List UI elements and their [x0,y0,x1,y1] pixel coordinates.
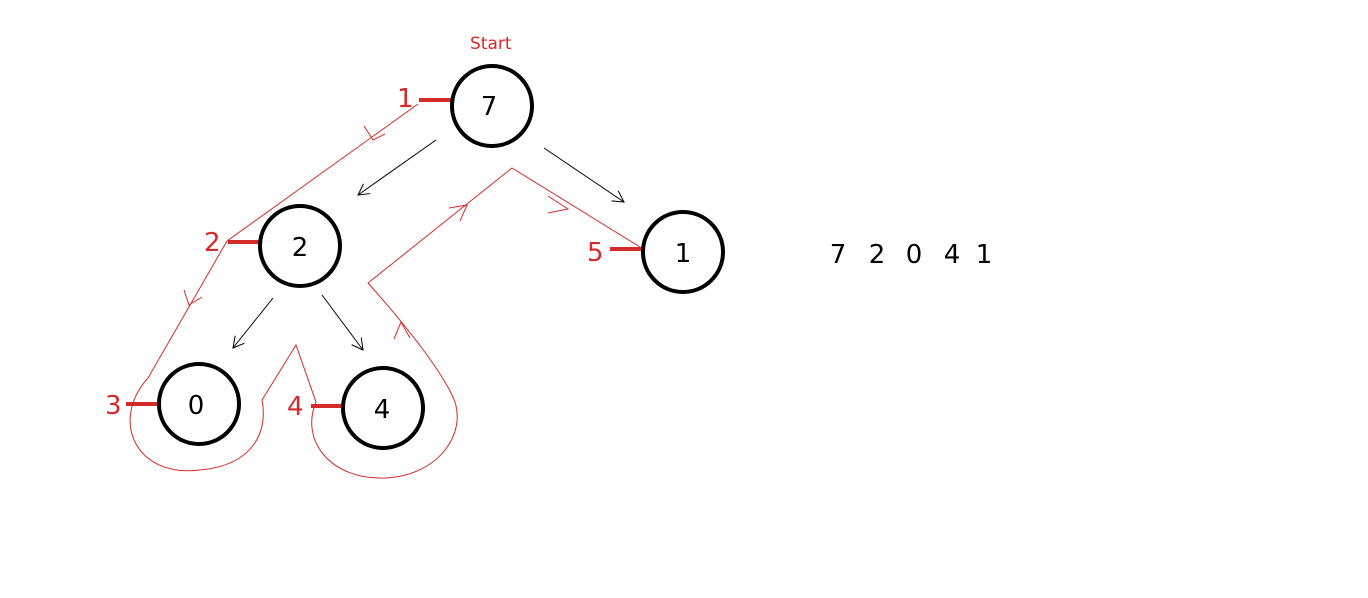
tree-node-1: 1 [641,210,725,294]
node-value: 0 [188,391,205,421]
node-value: 4 [374,395,391,425]
tree-node-2: 2 [258,204,342,288]
tree-node-7: 7 [450,64,534,148]
node-value: 7 [481,92,498,122]
tree-node-4: 4 [341,366,425,450]
traversal-arrow-chevron [183,289,203,306]
node-value: 1 [675,239,692,269]
edge-7-1 [543,147,625,203]
visit-order-label: 1 [397,84,414,114]
node-value: 2 [292,233,309,263]
node-circle [258,204,342,288]
node-circle [641,210,725,294]
tree-node-0: 0 [157,362,241,446]
traversal-arrow-chevron [547,195,570,214]
edge-7-2 [357,139,437,196]
result-value: 2 [869,240,886,270]
node-circle [450,64,534,148]
traversal-arrow-chevron [448,204,468,222]
visit-order-label: 2 [204,228,221,258]
result-value: 7 [830,240,847,270]
visit-order-label: 4 [287,392,304,422]
traversal-arrow-chevron [393,320,411,340]
result-value: 1 [976,240,993,270]
traversal-arrow-chevron [363,125,386,141]
edge-2-0 [232,297,274,349]
result-value: 0 [906,240,923,270]
node-circle [341,366,425,450]
visit-order-label: 3 [105,391,122,421]
result-value: 4 [944,240,961,270]
edge-2-4 [321,294,364,351]
node-circle [157,362,241,446]
result-sequence: 7 2 0 4 1 [830,240,993,270]
visit-order-label: 5 [587,238,604,268]
traversal-path [129,103,641,479]
start-label: Start [470,34,512,54]
